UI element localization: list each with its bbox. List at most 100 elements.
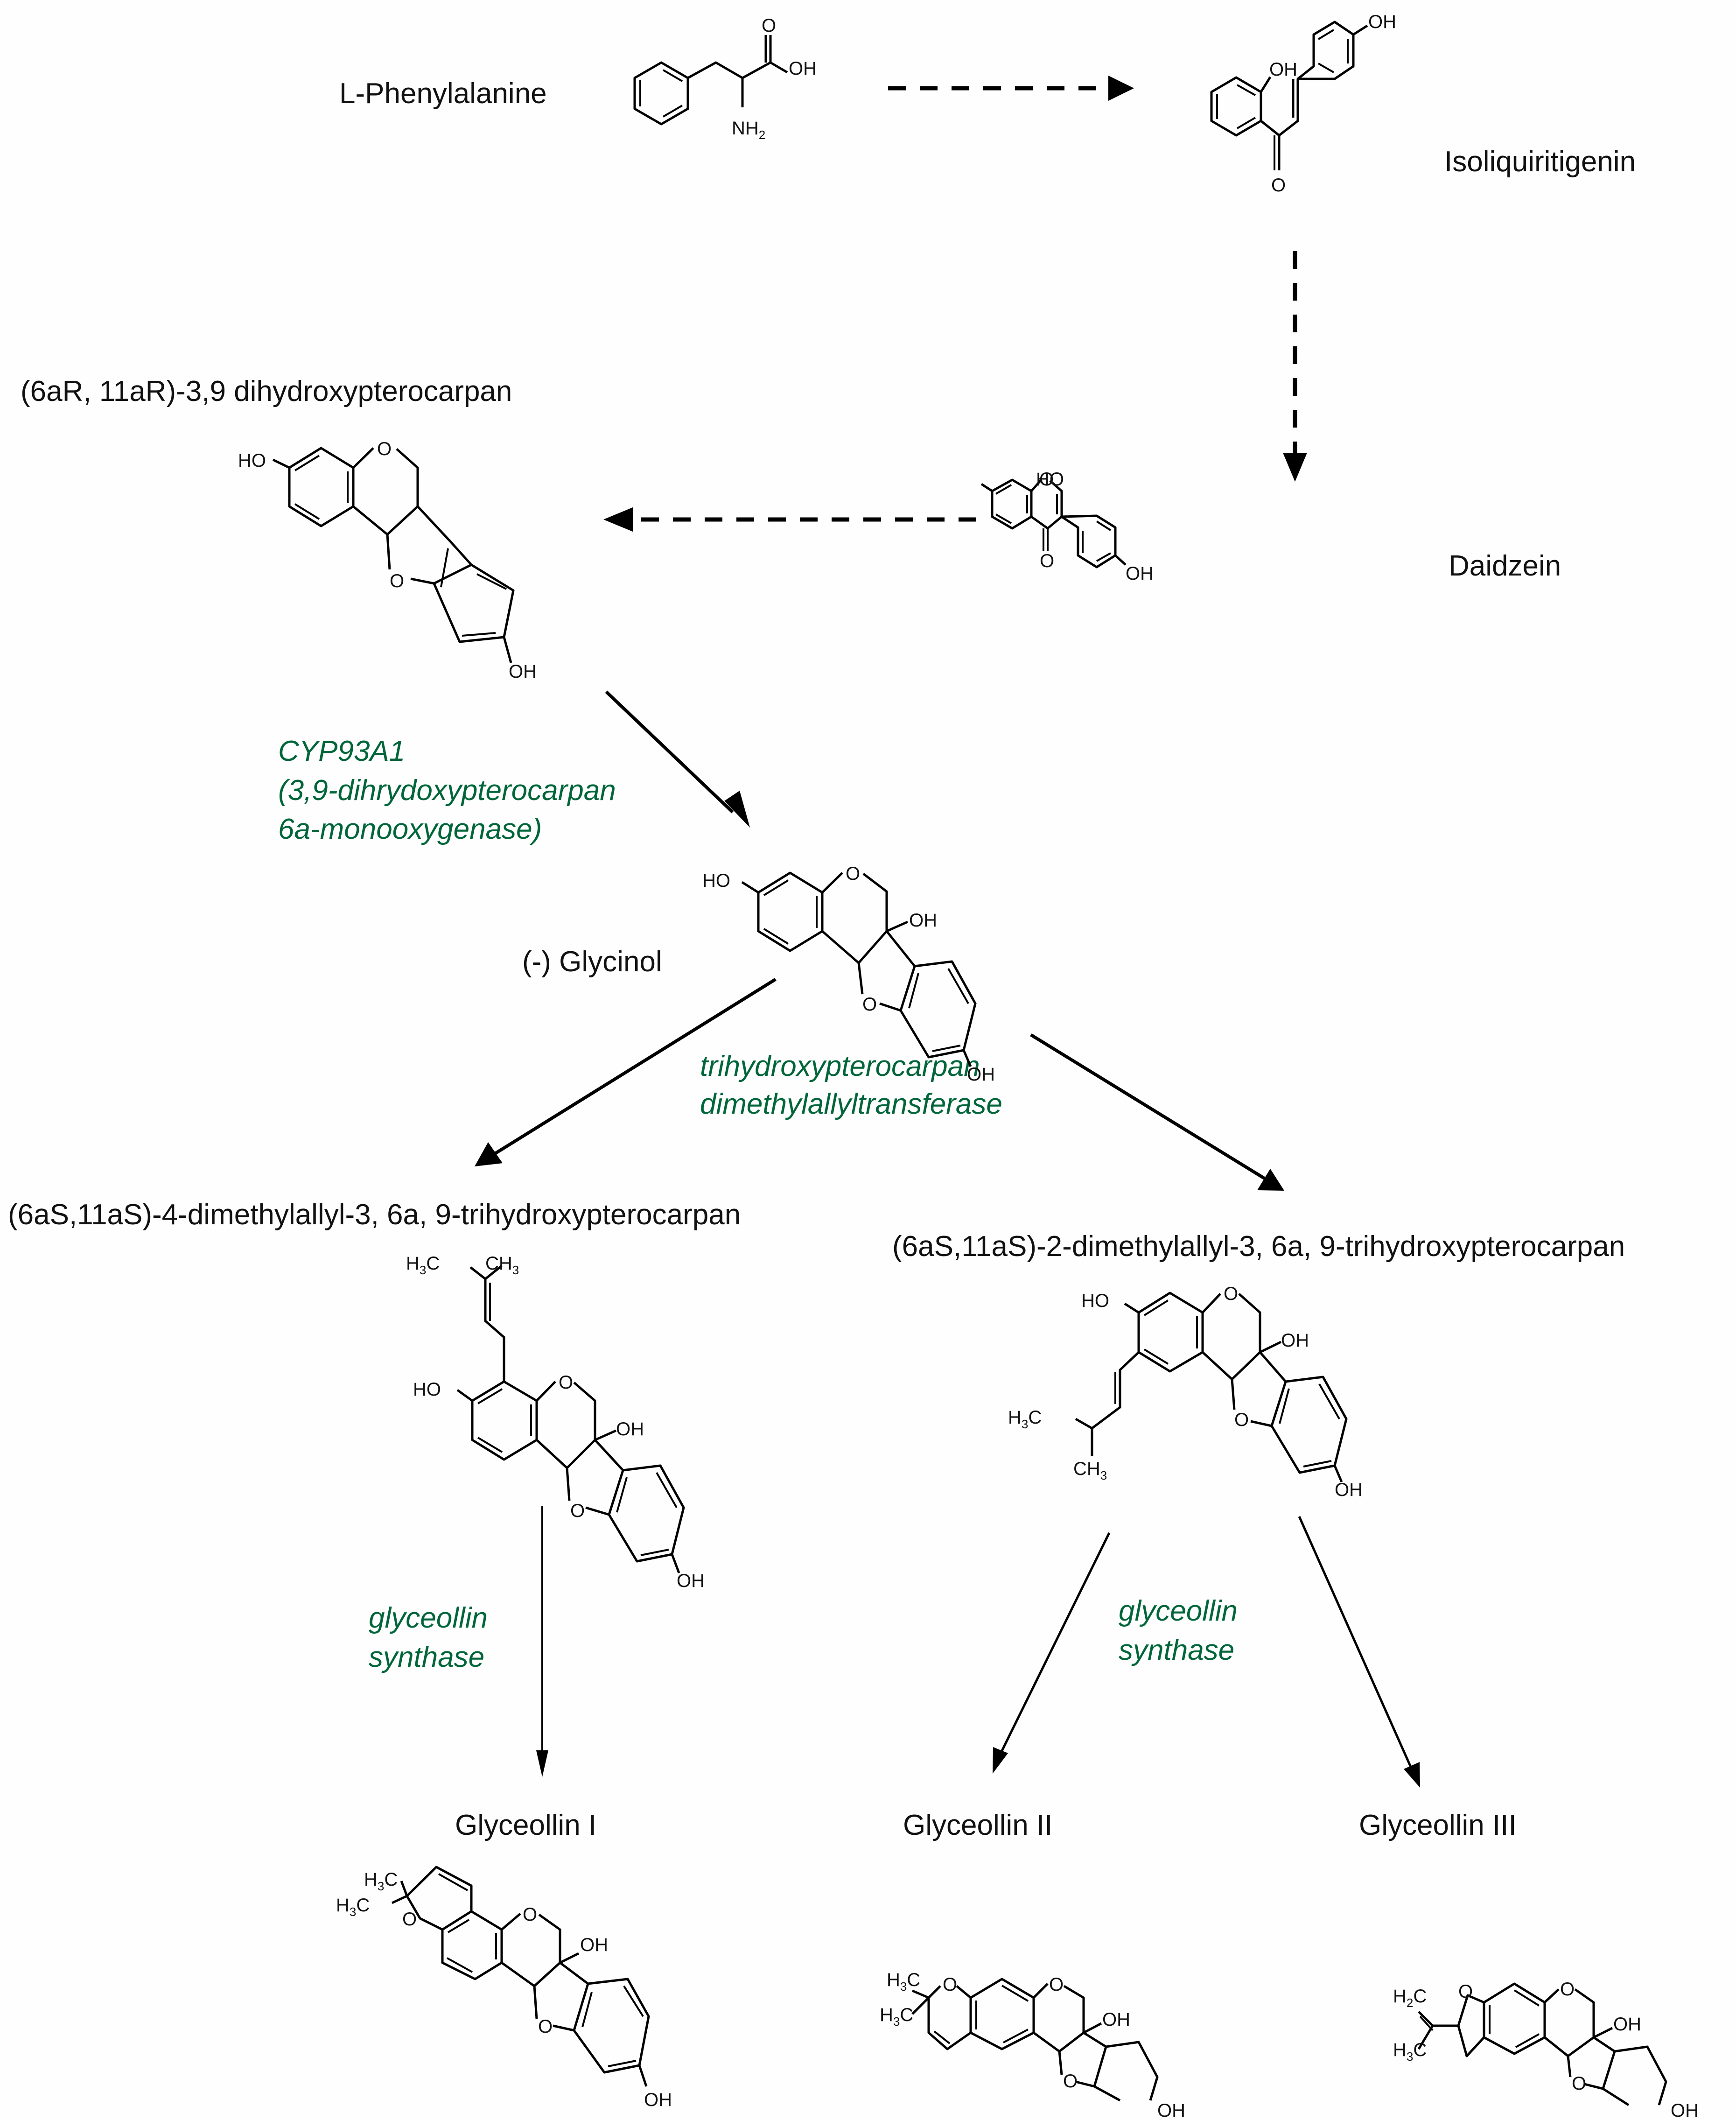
atom-labels: OH O NH2 OH OH O HO O O OH HO O O OH HO … [238,12,1699,2120]
atom-g2-o-2: O [1049,1974,1064,1995]
atom-dhp-oh: OH [509,661,537,682]
label-glyceollin-2: Glyceollin II [903,1809,1053,1841]
structure-glyceollin-1 [391,1866,650,2087]
atom-p4-ch3: CH3 [485,1253,519,1277]
enzyme-glyceollin-synthase-right: glyceollin synthase [1119,1592,1238,1670]
atom-gly-oh-1: OH [909,910,937,931]
atom-g2-h3c-1: H3C [887,1970,920,1994]
atom-gly-ho: HO [702,870,730,891]
enzyme-synthase-left-line-1: glyceollin [369,1602,488,1634]
atom-dai-o-ring: O [1039,469,1054,490]
atom-dai-ho: HO [1036,469,1064,490]
label-glyceollin-3: Glyceollin III [1359,1809,1517,1841]
atom-dhp-o-1: O [377,439,392,459]
arrow-dihydroxypterocarpan-to-glycinol [605,690,734,814]
atom-gly-oh-2: OH [967,1064,995,1085]
arrow-glycinol-to-2-prenyl [1030,1033,1268,1181]
structure-2-dimethylallyl-pterocarpan [1075,1292,1348,1482]
structure-glyceollin-2 [911,1978,1159,2102]
atom-isl-oh-1: OH [1368,12,1396,32]
arrowhead-dihydroxypterocarpan-to-glycinol [724,791,750,828]
arrow-2-prenyl-to-glyceollin-2 [1000,1532,1111,1754]
enzyme-cyp93a1-line-3: 6a-monooxygenase) [278,813,542,846]
structure-daidzein [980,478,1127,569]
atom-g3-o-1: O [1458,1981,1473,2002]
atom-phe-o: O [762,15,776,36]
enzyme-synthase-right-line-2: synthase [1119,1634,1235,1666]
label-2-dimethylallyl-pterocarpan: (6aS,11aS)-2-dimethylallyl-3, 6a, 9-trih… [892,1230,1625,1263]
atom-p2-oh-2: OH [1335,1480,1363,1500]
atom-g1-oh-2: OH [644,2090,672,2110]
arrow-glycinol-to-4-prenyl [491,978,777,1157]
atom-dhp-ho: HO [238,450,266,471]
arrowhead-2-prenyl-to-glyceollin-3 [1404,1762,1420,1788]
atom-p4-o-2: O [570,1501,585,1521]
label-isoliquiritigenin: Isoliquiritigenin [1444,146,1636,178]
label-glycinol: (-) Glycinol [522,946,662,978]
enzyme-prenyltransferase-line-2: dimethylallyltransferase [700,1088,1002,1120]
atom-isl-oh-2: OH [1269,59,1297,80]
atom-g3-oh-1: OH [1613,2014,1641,2035]
atom-g3-h2c: H2C [1393,1986,1427,2010]
label-phenylalanine: L-Phenylalanine [339,77,547,110]
structure-phenylalanine [633,35,788,126]
atom-dai-o-keto: O [1040,551,1054,571]
atom-g1-o-1: O [402,1909,417,1930]
label-4-dimethylallyl-pterocarpan: (6aS,11aS)-4-dimethylallyl-3, 6a, 9-trih… [8,1199,741,1231]
atom-g1-oh-1: OH [580,1935,608,1955]
atom-p4-h3c: H3C [406,1253,440,1277]
arrowhead-glycinol-to-2-prenyl [1257,1169,1284,1191]
atom-g2-o-3: O [1063,2071,1078,2092]
atom-p2-oh-1: OH [1281,1330,1309,1351]
label-glyceollin-1: Glyceollin I [455,1809,597,1841]
structure-glycinol [741,871,977,1067]
atom-g3-o-2: O [1560,1979,1575,2000]
atom-g1-h3c-2: H3C [336,1895,370,1919]
enzyme-cyp93a1-line-1: CYP93A1 [278,735,406,767]
arrowhead-2-prenyl-to-glyceollin-2 [993,1747,1008,1774]
atom-g2-oh-1: OH [1102,2009,1130,2030]
enzyme-synthase-left-line-2: synthase [369,1641,485,1673]
arrowhead-phe-to-isoliquiritigenin [1108,76,1134,101]
label-daidzein: Daidzein [1449,550,1561,582]
structure-dihydroxypterocarpan [272,447,515,663]
enzyme-cyp93a1: CYP93A1 (3,9-dihrydoxypterocarpan 6a-mon… [278,732,616,849]
atom-p2-o-2: O [1234,1410,1249,1430]
atom-p2-ch3: CH3 [1073,1459,1107,1482]
atom-g1-h3c-1: H3C [364,1869,398,1893]
atom-p4-oh-1: OH [616,1419,644,1439]
atom-g1-o-3: O [538,2016,553,2037]
atom-g3-oh-2: OH [1671,2100,1699,2120]
enzyme-synthase-right-line-1: glyceollin [1119,1595,1238,1627]
arrowhead-glycinol-to-4-prenyl [475,1142,503,1166]
atom-gly-o-2: O [862,994,877,1015]
atom-g2-h3c-2: H3C [880,2005,913,2029]
atom-gly-o-1: O [846,863,860,884]
atom-g2-oh-2: OH [1157,2100,1185,2120]
atom-p2-h3c: H3C [1008,1407,1042,1431]
atom-g3-h3c: H3C [1393,2040,1427,2064]
enzyme-glyceollin-synthase-left: glyceollin synthase [369,1599,488,1677]
atom-dai-oh: OH [1126,563,1154,584]
atom-p4-ho: HO [413,1379,441,1400]
structure-isoliquiritigenin [1210,21,1368,170]
structure-glyceollin-3 [1417,1982,1667,2106]
atom-phe-nh2: NH2 [732,118,765,142]
enzyme-cyp93a1-line-2: (3,9-dihrydoxypterocarpan [278,774,616,807]
atom-g2-o-1: O [943,1974,957,1995]
atom-p4-o-1: O [559,1372,573,1393]
atom-p2-ho: HO [1081,1291,1109,1311]
arrowhead-4-prenyl-to-glyceollin-1 [536,1750,548,1777]
atom-dhp-o-2: O [390,571,404,591]
structure-4-dimethylallyl-pterocarpan [456,1265,685,1573]
atom-g3-o-3: O [1572,2073,1586,2094]
atom-phe-oh: OH [789,58,817,79]
arrowhead-daidzein-to-dihydroxypterocarpan [603,507,633,532]
atom-isl-o: O [1271,175,1286,196]
atom-p2-o-1: O [1224,1284,1238,1304]
arrowhead-isoliquiritigenin-to-daidzein [1283,453,1307,482]
atom-g1-o-2: O [523,1904,537,1925]
